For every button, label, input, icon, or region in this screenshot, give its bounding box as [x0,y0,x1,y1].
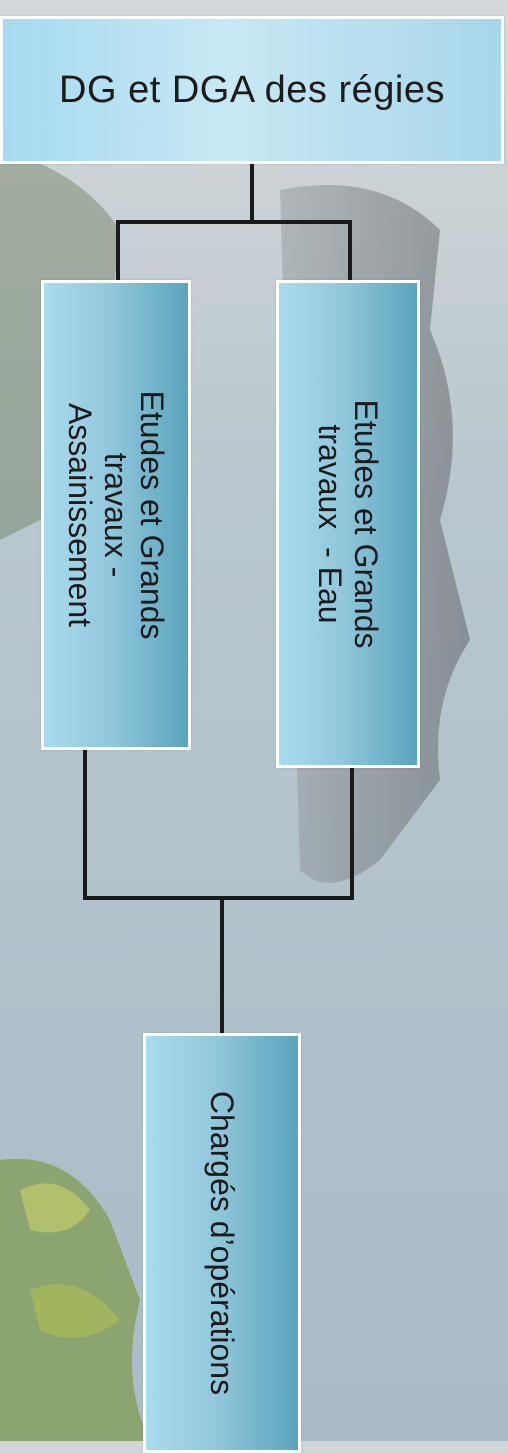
branch-box-assainissement: Etudes et Grands travaux - Assainissemen… [41,280,191,750]
top-box-label: DG et DGA des régies [59,68,445,111]
bottom-box-charges-operations: Chargés d’opérations [143,1033,301,1453]
top-box-dg-dga: DG et DGA des régies [0,16,504,164]
branch-box-assainissement-label: Etudes et Grands travaux - Assainissemen… [62,390,170,640]
bottom-box-label: Chargés d’opérations [204,1090,240,1396]
branch-box-eau-label: Etudes et Grands travaux - Eau [312,399,384,649]
branch-box-eau: Etudes et Grands travaux - Eau [276,280,420,768]
connector-branches-to-bottom [83,750,354,1036]
connector-top-to-branches [116,164,352,282]
